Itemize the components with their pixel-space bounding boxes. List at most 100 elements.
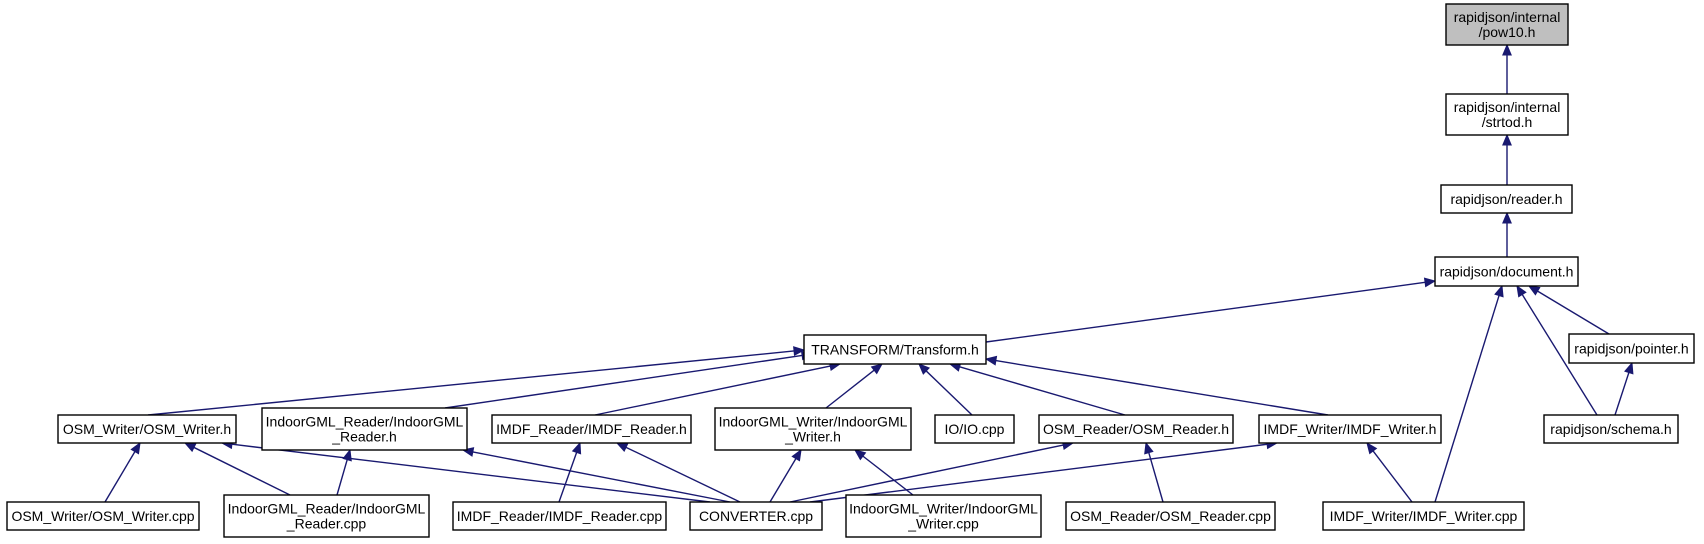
node-igml-reader-cpp[interactable]: IndoorGML_Reader/IndoorGML_Reader.cpp [223,494,430,538]
dependency-edge-igml_writer_cpp-to-igml_writer_h [853,449,914,496]
edge-line [769,458,797,503]
node-igml-writer-cpp[interactable]: IndoorGML_Writer/IndoorGML_Writer.cpp [845,494,1042,538]
node-label: IMDF_Writer/IMDF_Writer.cpp [1330,508,1518,524]
node-box [1434,256,1579,287]
edge-line [862,455,914,496]
arrowhead-icon [1527,285,1541,296]
node-pointer[interactable]: rapidjson/pointer.h [1568,333,1695,364]
arrowhead-icon [571,441,582,455]
dependency-edge-schema-to-pointer [1614,361,1634,416]
node-label: rapidjson/internal [1454,99,1561,115]
node-label: CONVERTER.cpp [699,508,813,524]
arrowhead-icon [1494,284,1504,298]
edge-line [147,350,795,416]
edge-layer [104,43,1634,503]
node-imdf-reader-cpp[interactable]: IMDF_Reader/IMDF_Reader.cpp [452,501,667,531]
edge-line [959,366,1126,416]
edge-line [825,369,875,409]
edge-line [594,365,831,416]
arrowhead-icon [791,448,802,462]
dependency-edge-osm_reader_h-to-transform [948,362,1126,416]
node-box [1258,414,1442,444]
node-strtod[interactable]: rapidjson/internal/strtod.h [1445,93,1569,136]
edge-line [1614,372,1630,416]
node-osm-reader-cpp[interactable]: OSM_Reader/OSM_Reader.cpp [1065,501,1276,531]
node-label: IO/IO.cpp [945,421,1005,437]
dependency-edge-document-to-reader [1502,211,1512,257]
node-box [491,414,692,444]
node-label: OSM_Writer/OSM_Writer.cpp [11,508,194,524]
node-box [261,407,468,451]
node-label: /strtod.h [1482,114,1533,130]
node-pow10[interactable]: rapidjson/internal/pow10.h [1445,3,1569,46]
node-label: IndoorGML_Reader/IndoorGML [266,414,464,430]
node-box [1445,93,1569,136]
node-igml-reader-h[interactable]: IndoorGML_Reader/IndoorGML_Reader.h [261,407,468,451]
node-reader[interactable]: rapidjson/reader.h [1440,184,1573,214]
node-osm-reader-h[interactable]: OSM_Reader/OSM_Reader.h [1038,414,1234,444]
edge-line [1372,450,1413,503]
edge-line [985,281,1426,343]
edge-line [104,451,136,503]
node-imdf-writer-cpp[interactable]: IMDF_Writer/IMDF_Writer.cpp [1322,501,1525,531]
edge-line [1148,452,1164,503]
dependency-edge-osm_writer_cpp-to-osm_writer_h [104,441,141,503]
node-schema[interactable]: rapidjson/schema.h [1543,414,1679,444]
edge-line [193,446,291,496]
node-label: IndoorGML_Reader/IndoorGML [228,501,426,517]
node-box [57,414,237,444]
node-box [1568,333,1695,364]
node-label: _Writer.h [784,429,841,445]
arrowhead-icon [342,448,352,462]
node-label: TRANSFORM/Transform.h [811,342,979,358]
node-label: rapidjson/internal [1454,9,1561,25]
edge-line [809,443,1268,503]
edge-line [1537,290,1610,335]
arrowhead-icon [870,363,884,375]
node-io-cpp[interactable]: IO/IO.cpp [934,414,1015,444]
dependency-edge-imdf_reader_h-to-transform [594,361,842,416]
node-imdf-writer-h[interactable]: IMDF_Writer/IMDF_Writer.h [1258,414,1442,444]
node-label: OSM_Reader/OSM_Reader.cpp [1070,508,1271,524]
node-label: rapidjson/schema.h [1550,421,1671,437]
dependency-edge-imdf_reader_cpp-to-imdf_reader_h [558,441,582,503]
dependency-edge-io_cpp-to-transform [918,363,973,416]
node-document[interactable]: rapidjson/document.h [1434,256,1579,287]
node-box [223,494,430,538]
dependency-edge-igml_reader_cpp-to-osm_writer_h [183,442,291,496]
node-transform[interactable]: TRANSFORM/Transform.h [803,334,987,365]
node-igml-writer-h[interactable]: IndoorGML_Writer/IndoorGML_Writer.h [714,407,912,451]
node-box [1440,184,1573,214]
dependency-edge-pointer-to-document [1527,285,1610,335]
node-label: IMDF_Reader/IMDF_Reader.cpp [457,508,663,524]
dependency-edge-strtod-to-pow10 [1502,43,1512,94]
node-label: rapidjson/document.h [1440,264,1574,280]
arrowhead-icon [183,442,197,453]
edge-line [995,359,1329,416]
node-box [934,414,1015,444]
node-osm-writer-cpp[interactable]: OSM_Writer/OSM_Writer.cpp [6,501,200,531]
arrowhead-icon [918,363,930,375]
node-converter[interactable]: CONVERTER.cpp [689,501,823,531]
edge-line [231,443,711,503]
arrowhead-icon [1502,133,1512,146]
arrowhead-icon [1516,284,1527,298]
dependency-edge-igml_writer_h-to-transform [825,363,884,409]
arrowhead-icon [793,346,806,356]
node-osm-writer-h[interactable]: OSM_Writer/OSM_Writer.h [57,414,237,444]
node-box [6,501,200,531]
node-box [714,407,912,451]
node-imdf-reader-h[interactable]: IMDF_Reader/IMDF_Reader.h [491,414,692,444]
node-label: _Reader.cpp [286,516,367,532]
dependency-edge-schema-to-document [1516,284,1598,416]
dependency-edge-imdf_writer_h-to-transform [984,355,1329,416]
arrowhead-icon [130,441,141,455]
node-box [1543,414,1679,444]
edge-line [444,354,803,409]
node-label: OSM_Reader/OSM_Reader.h [1043,421,1229,437]
dependency-edge-transform-to-document [985,277,1437,343]
arrowhead-icon [1144,441,1154,455]
dependency-edge-igml_reader_cpp-to-igml_reader_h [336,448,352,496]
node-label: rapidjson/reader.h [1450,191,1562,207]
